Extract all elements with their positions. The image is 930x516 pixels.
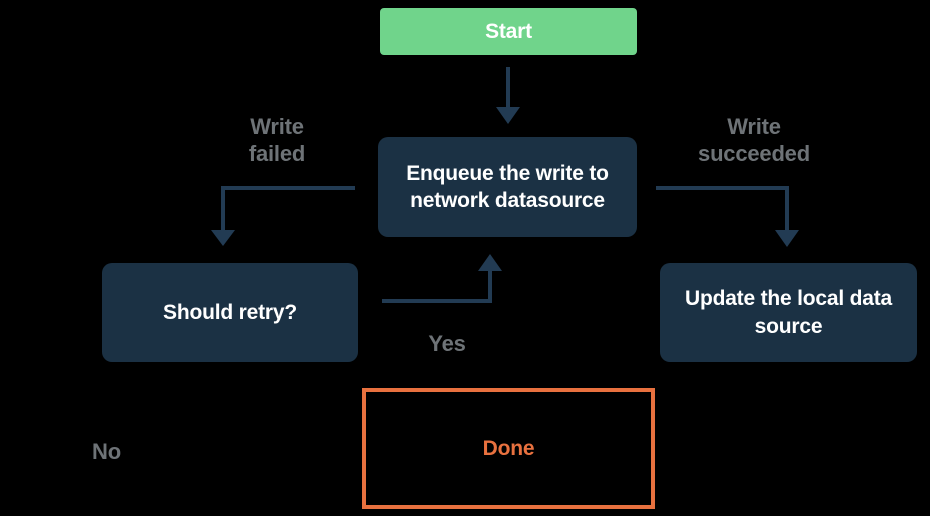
node-start: Start (380, 8, 637, 55)
arrowhead-down-icon (775, 230, 799, 247)
edge-label-yes: Yes (428, 331, 466, 356)
edge-label-no: No (92, 439, 121, 464)
node-enqueue-write-label: Enqueue the write to network datasource (406, 161, 609, 212)
edge-should-retry-to-enqueue (382, 254, 502, 303)
edge-label-write-succeeded: Write succeeded (698, 114, 810, 166)
arrowhead-down-icon (496, 107, 520, 124)
node-update-local-source: Update the local data source (660, 263, 917, 362)
node-should-retry: Should retry? (102, 263, 358, 362)
node-done: Done (362, 388, 655, 509)
edge-enqueue-to-update-local (656, 186, 799, 247)
edge-enqueue-to-should-retry (211, 186, 355, 246)
node-start-label: Start (485, 19, 532, 43)
node-enqueue-write: Enqueue the write to network datasource (378, 137, 637, 237)
node-done-label: Done (482, 436, 535, 460)
edge-label-write-failed: Write failed (248, 114, 306, 166)
arrowhead-up-icon (478, 254, 502, 271)
node-update-local-source-label: Update the local data source (684, 287, 892, 338)
arrowhead-down-icon (211, 230, 235, 246)
node-should-retry-label: Should retry? (163, 300, 297, 324)
